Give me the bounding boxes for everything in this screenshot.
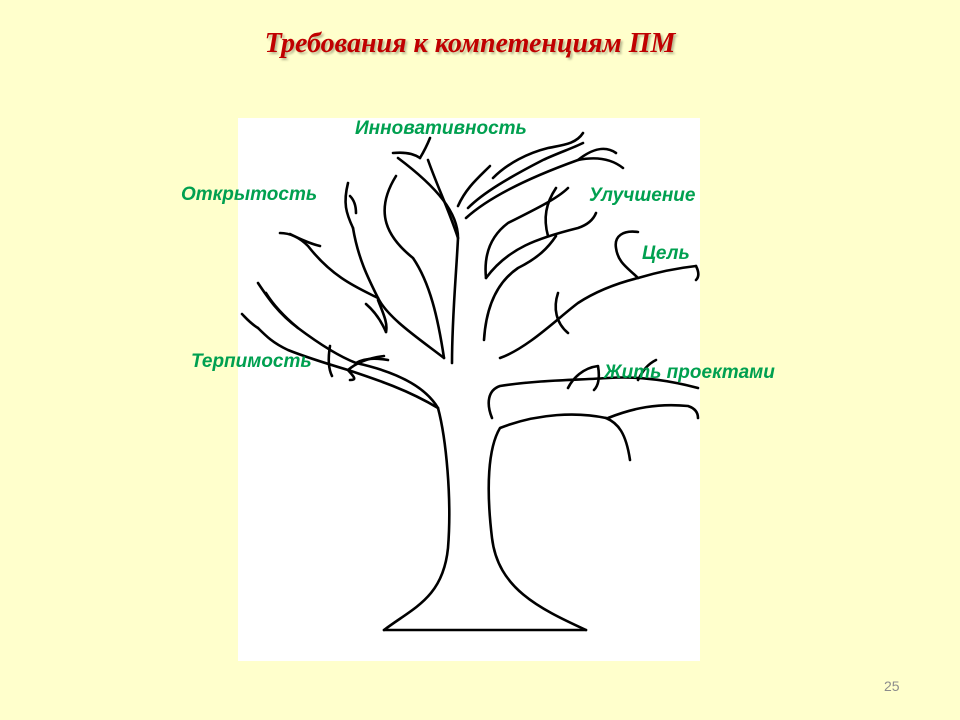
tree-image bbox=[238, 118, 700, 661]
label-improvement: Улучшение bbox=[589, 185, 696, 206]
label-innovation: Инновативность bbox=[355, 118, 527, 139]
page-number: 25 bbox=[884, 678, 900, 694]
label-tolerance: Терпимость bbox=[191, 351, 312, 372]
label-openness: Открытость bbox=[181, 184, 318, 205]
label-goal: Цель bbox=[642, 243, 690, 264]
slide-title: Требования к компетенциям ПМ bbox=[264, 28, 676, 59]
tree-outline-drawing bbox=[240, 131, 700, 632]
label-live-projects: Жить проектами bbox=[604, 362, 775, 383]
